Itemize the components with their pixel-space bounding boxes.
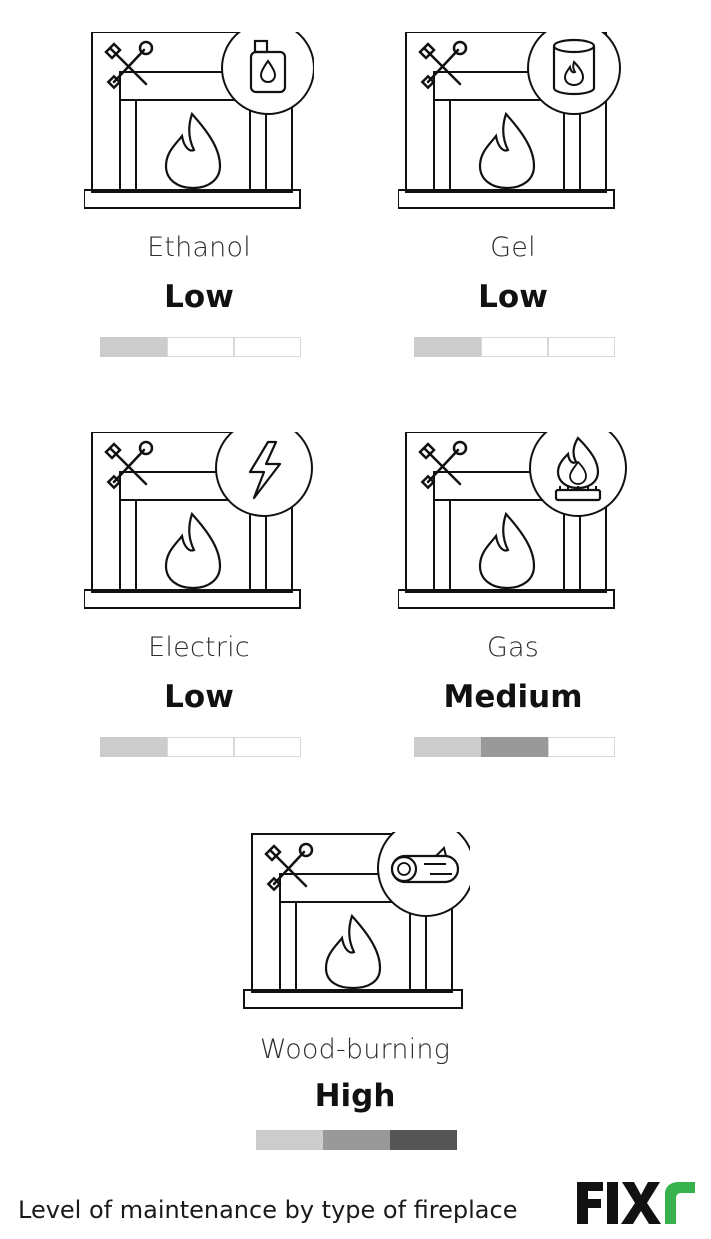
maintenance-meter bbox=[414, 337, 615, 357]
fireplace-type-label: Gel bbox=[490, 232, 536, 263]
flame-icon bbox=[478, 111, 536, 190]
fireplace-card-ethanol: Ethanol Low bbox=[84, 32, 314, 372]
wrench-screwdriver-icon bbox=[418, 440, 468, 490]
fireplace-type-label: Ethanol bbox=[147, 232, 251, 263]
gel-can-icon bbox=[527, 32, 621, 115]
maintenance-meter bbox=[100, 737, 301, 757]
fireplace-illustration bbox=[84, 32, 314, 209]
gas-burner-flame-icon bbox=[529, 432, 627, 517]
flame-icon bbox=[478, 511, 536, 590]
meter-segment-3 bbox=[234, 737, 301, 757]
maintenance-level: Low bbox=[164, 679, 234, 715]
flame-icon bbox=[164, 511, 222, 590]
meter-segment-3 bbox=[234, 337, 301, 357]
fireplace-card-gas: Gas Medium bbox=[398, 432, 628, 772]
maintenance-level: Low bbox=[478, 279, 548, 315]
fireplace-illustration bbox=[398, 432, 627, 609]
lightning-bolt-icon bbox=[215, 432, 313, 517]
wrench-screwdriver-icon bbox=[264, 842, 314, 892]
fireplace-card-electric: Electric Low bbox=[84, 432, 314, 772]
meter-segment-2 bbox=[323, 1130, 390, 1150]
fireplace-type-label: Electric bbox=[148, 632, 250, 663]
meter-segment-1 bbox=[414, 737, 481, 757]
meter-segment-1 bbox=[100, 337, 167, 357]
maintenance-meter bbox=[414, 737, 615, 757]
meter-segment-2 bbox=[481, 737, 548, 757]
logo-accent-r bbox=[665, 1182, 695, 1224]
maintenance-level: Medium bbox=[443, 679, 583, 715]
meter-segment-2 bbox=[167, 337, 234, 357]
fireplace-illustration bbox=[243, 832, 470, 1009]
meter-segment-2 bbox=[167, 737, 234, 757]
fireplace-card-wood-burning: Wood-burning High bbox=[240, 832, 470, 1172]
fixr-logo bbox=[577, 1182, 695, 1224]
flame-icon bbox=[164, 111, 222, 190]
meter-segment-1 bbox=[100, 737, 167, 757]
flame-icon bbox=[324, 913, 382, 990]
caption: Level of maintenance by type of fireplac… bbox=[18, 1196, 518, 1224]
fireplace-illustration bbox=[398, 32, 621, 209]
wrench-screwdriver-icon bbox=[104, 40, 154, 90]
meter-segment-1 bbox=[414, 337, 481, 357]
fuel-jug-icon bbox=[221, 32, 314, 115]
maintenance-meter bbox=[100, 337, 301, 357]
wrench-screwdriver-icon bbox=[104, 440, 154, 490]
meter-segment-3 bbox=[548, 737, 615, 757]
maintenance-level: Low bbox=[164, 279, 234, 315]
meter-segment-2 bbox=[481, 337, 548, 357]
wrench-screwdriver-icon bbox=[418, 40, 468, 90]
meter-segment-1 bbox=[256, 1130, 323, 1150]
meter-segment-3 bbox=[390, 1130, 457, 1150]
fireplace-card-gel: Gel Low bbox=[398, 32, 628, 372]
fireplace-type-label: Wood-burning bbox=[259, 1034, 451, 1065]
firewood-log-icon bbox=[377, 832, 470, 917]
meter-segment-3 bbox=[548, 337, 615, 357]
fireplace-illustration bbox=[84, 432, 313, 609]
fireplace-type-label: Gas bbox=[486, 632, 540, 663]
maintenance-level: High bbox=[314, 1078, 396, 1114]
maintenance-meter bbox=[256, 1130, 457, 1150]
